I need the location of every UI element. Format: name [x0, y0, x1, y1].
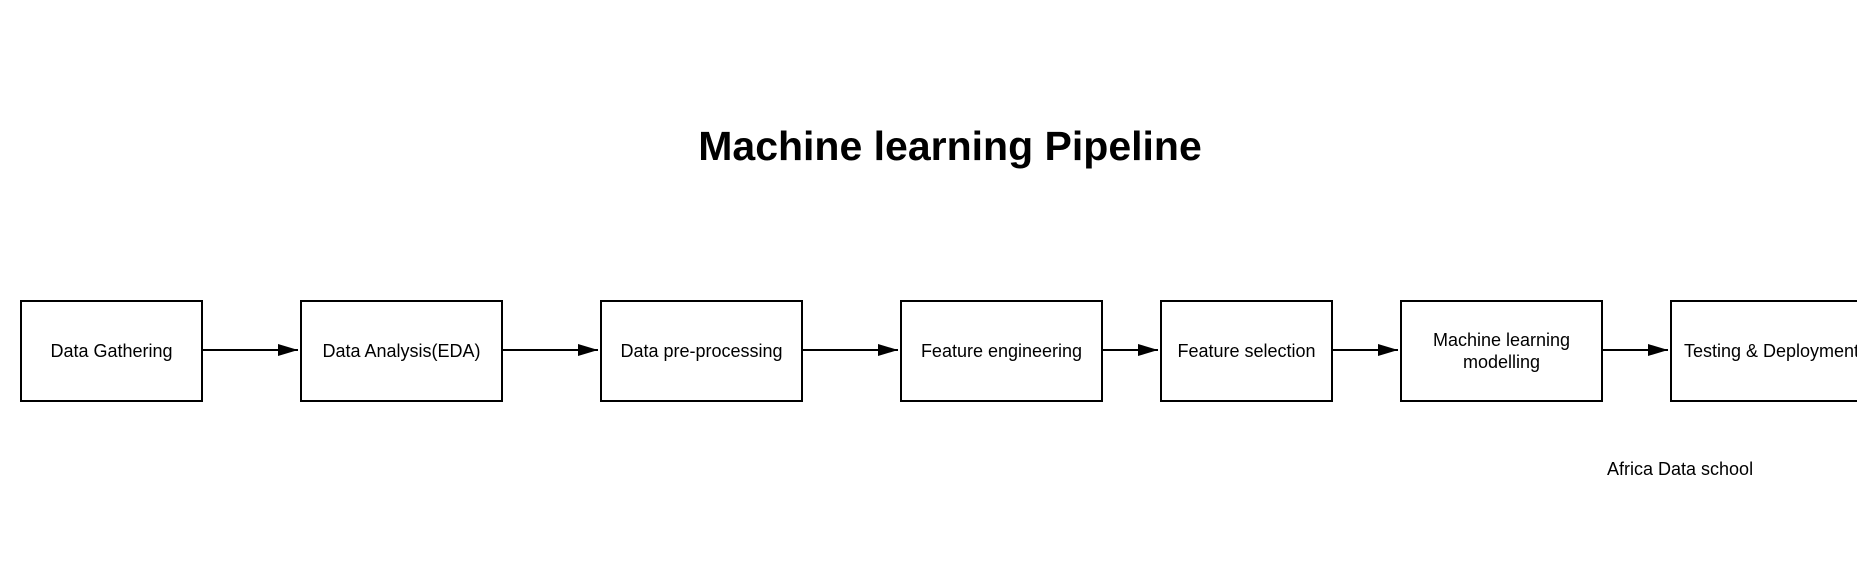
footer-credit: Africa Data school [1607, 459, 1754, 479]
diagram-title: Machine learning Pipeline [698, 123, 1202, 169]
step-testing-deployment: Testing & Deployment [1670, 300, 1857, 402]
step-data-analysis: Data Analysis(EDA) [300, 300, 503, 402]
step-feature-engineering: Feature engineering [900, 300, 1103, 402]
step-label: Data Gathering [50, 341, 173, 361]
step-label: Feature selection [1177, 341, 1316, 361]
step-label: Testing & Deployment [1683, 341, 1857, 361]
step-ml-modelling: Machine learning modelling [1400, 300, 1603, 402]
step-label: Machine learning modelling [1432, 330, 1571, 372]
step-data-gathering: Data Gathering [20, 300, 203, 402]
step-label: Feature engineering [920, 341, 1083, 361]
step-feature-selection: Feature selection [1160, 300, 1333, 402]
step-data-preprocessing: Data pre-processing [600, 300, 803, 402]
step-label: Data Analysis(EDA) [322, 341, 481, 361]
step-label: Data pre-processing [620, 341, 783, 361]
